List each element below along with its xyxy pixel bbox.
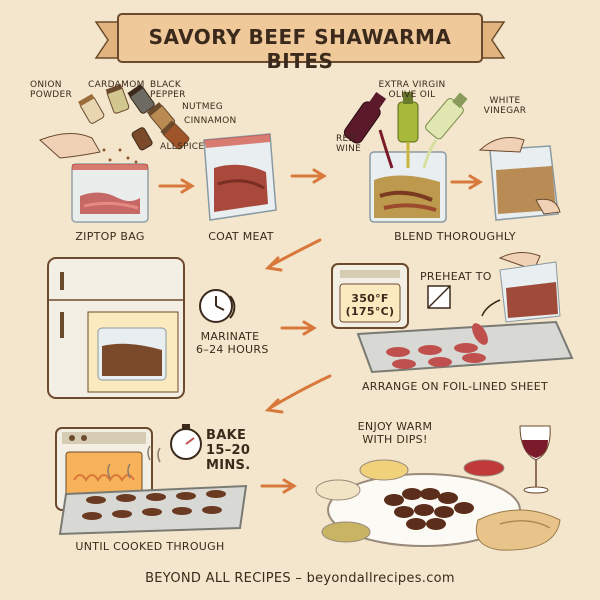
step-ziptop-bag: ZIPTOP BAG bbox=[75, 230, 145, 243]
pita-bread bbox=[475, 509, 561, 551]
step-arrange: ARRANGE ON FOIL-LINED SHEET bbox=[361, 380, 549, 393]
shaken-bag bbox=[478, 137, 561, 221]
title-banner bbox=[94, 13, 506, 63]
label-black-pepper: BLACK PEPPER bbox=[150, 80, 186, 100]
oven-panel bbox=[331, 263, 409, 329]
hand-illustration bbox=[39, 133, 101, 159]
foil-baking-sheet bbox=[356, 320, 574, 374]
ziptop-bag-1 bbox=[71, 163, 149, 223]
step-preheat: PREHEAT TO bbox=[420, 270, 492, 283]
arrow-3 bbox=[450, 174, 483, 190]
vinegar-bottle bbox=[425, 92, 468, 140]
arrow-4 bbox=[264, 238, 322, 272]
refrigerator bbox=[47, 257, 185, 399]
arrow-5 bbox=[280, 320, 317, 336]
olive-oil-bottle bbox=[397, 92, 419, 143]
page-title: SAVORY BEEF SHAWARMA BITES bbox=[148, 25, 452, 73]
label-cardamom: CARDAMOM bbox=[88, 80, 145, 90]
label-allspice: ALLSPICE bbox=[160, 142, 205, 152]
coated-meat-bag bbox=[203, 133, 277, 221]
vinegar-pour bbox=[422, 139, 438, 169]
arrow-2 bbox=[290, 168, 327, 184]
spice-jars bbox=[78, 83, 190, 170]
oven-temperature-display: 350°F (175°C) bbox=[345, 292, 395, 318]
steam-lines bbox=[107, 445, 161, 479]
arrow-6 bbox=[264, 374, 332, 414]
timer-icon bbox=[199, 289, 236, 323]
arrow-7 bbox=[260, 478, 297, 494]
curved-arrow bbox=[481, 299, 501, 317]
step-coat-meat: COAT MEAT bbox=[208, 230, 274, 243]
cooked-baking-sheet bbox=[58, 484, 248, 536]
no-preheat-icon bbox=[427, 285, 451, 309]
oven bbox=[55, 427, 153, 511]
red-wine-bottle bbox=[343, 91, 387, 144]
label-nutmeg: NUTMEG bbox=[182, 102, 224, 112]
stopwatch-icon bbox=[170, 424, 202, 460]
label-red-wine: RED WINE bbox=[336, 134, 362, 154]
dip-bowls bbox=[315, 459, 505, 543]
label-onion-powder: ONION POWDER bbox=[30, 80, 73, 100]
hand-with-bag bbox=[498, 252, 561, 323]
step-until-cooked: UNTIL COOKED THROUGH bbox=[75, 540, 225, 553]
step-bake: BAKE 15–20 MINS. bbox=[206, 428, 251, 473]
step-enjoy: ENJOY WARM WITH DIPS! bbox=[357, 420, 433, 446]
arrow-1 bbox=[158, 178, 195, 194]
wine-glass bbox=[519, 425, 551, 494]
footer-credit: BEYOND ALL RECIPES – beyondallrecipes.co… bbox=[145, 571, 455, 586]
step-marinate: MARINATE 6–24 HOURS bbox=[196, 330, 269, 356]
label-cinnamon: CINNAMON bbox=[184, 116, 237, 126]
step-blend-thoroughly: BLEND THOROUGHLY bbox=[394, 230, 516, 243]
label-white-vinegar: WHITE VINEGAR bbox=[483, 96, 527, 116]
wine-pour bbox=[378, 129, 394, 169]
label-olive-oil: EXTRA VIRGIN OLIVE OIL bbox=[378, 80, 446, 100]
blend-bag bbox=[369, 151, 447, 223]
